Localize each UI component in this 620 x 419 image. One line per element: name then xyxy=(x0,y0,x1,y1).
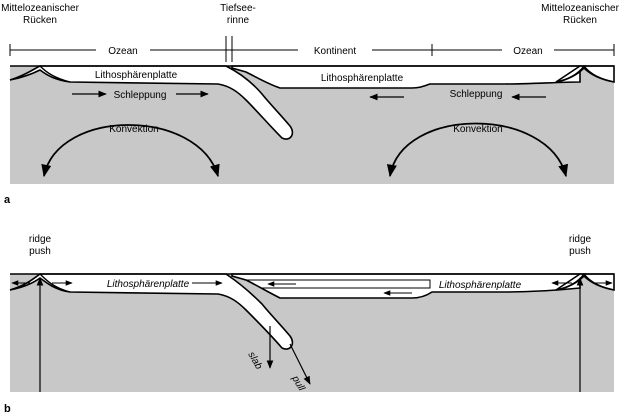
plate-label-right-a: Lithosphärenplatte xyxy=(321,73,404,84)
region-label-ocean-right: Ozean xyxy=(513,46,542,57)
region-label-ocean-left: Ozean xyxy=(108,46,137,57)
continent-plate-a xyxy=(231,65,581,89)
trench-title: Tiefsee- xyxy=(220,3,256,14)
plate-label-left-b: Lithosphärenplatte xyxy=(107,279,190,290)
ridge-left-b xyxy=(9,273,71,293)
drag-label-left: Schleppung xyxy=(114,90,167,101)
ocean-plate-left-a xyxy=(9,65,294,140)
region-label-continent: Kontinent xyxy=(314,46,356,57)
ridge-title-right-a-2: Rücken xyxy=(563,15,597,26)
trench-title-2: rinne xyxy=(227,15,250,26)
ridge-push-label-right: ridge xyxy=(569,234,592,245)
ridge-title-left-a: Mittelozeanischer xyxy=(1,3,79,14)
convection-arc-right xyxy=(386,122,569,178)
ridge-push-label-left: ridge xyxy=(29,234,52,245)
plate-label-right-b: Lithosphärenplatte xyxy=(439,280,522,291)
drag-label-right: Schleppung xyxy=(450,89,503,100)
ridge-right-b xyxy=(555,272,615,291)
convection-arc-left xyxy=(41,124,220,178)
panel-letter-b: b xyxy=(4,403,11,415)
plate-label-left-a: Lithosphärenplatte xyxy=(95,70,178,81)
panel-letter-a: a xyxy=(4,194,11,206)
ocean-plate-left-b xyxy=(9,273,294,350)
ridge-left-a xyxy=(9,65,71,83)
ridge-title-right-a: Mittelozeanischer xyxy=(541,3,619,14)
ridge-push-label-left-2: push xyxy=(29,246,51,257)
ridge-right-a xyxy=(555,64,615,83)
convection-label-right: Konvektion xyxy=(453,124,502,135)
panel-a: Ozean Kontinent Ozean Lithosphärenplatte… xyxy=(1,3,619,206)
continent-inner-outline-b xyxy=(244,279,431,289)
panel-b: Lithosphärenplatte Lithosphärenplatte sl… xyxy=(4,234,615,415)
ridge-title-left-a-2: Rücken xyxy=(23,15,57,26)
convection-label-left: Konvektion xyxy=(109,124,158,135)
region-labels-a: Ozean Kontinent Ozean xyxy=(96,43,554,57)
ridge-push-label-right-2: push xyxy=(569,246,591,257)
slab-pull-arrow-diagonal xyxy=(289,343,311,385)
